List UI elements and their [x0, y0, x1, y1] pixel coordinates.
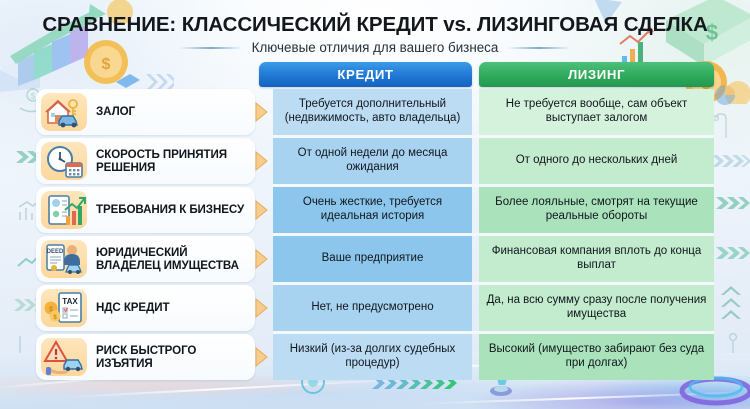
row-value-leasing: От одного до нескольких дней	[479, 138, 714, 184]
row-divider	[273, 282, 714, 285]
tax-coins-document-icon: TAX $ $	[41, 289, 87, 327]
report-chart-growth-icon	[41, 191, 87, 229]
chevrons-right-icon	[716, 197, 750, 209]
row-connector-arrow-icon	[255, 249, 268, 269]
table-row: DEED ЮРИДИЧЕСКИЙ ВЛАДЕЛЕЦ ИМУЩЕСТВА Ваше…	[36, 236, 714, 282]
row-value-leasing: Не требуется вообще, сам объект выступае…	[479, 89, 714, 135]
table-row: РИСК БЫСТРОГО ИЗЪЯТИЯ Низкий (из-за долг…	[36, 334, 714, 380]
column-header-credit: КРЕДИТ	[259, 62, 472, 87]
row-label: ТРЕБОВАНИЯ К БИЗНЕСУ	[96, 203, 245, 217]
row-label: НДС КРЕДИТ	[96, 301, 170, 315]
svg-text:DEED: DEED	[47, 249, 64, 255]
row-label-cell: СКОРОСТЬ ПРИНЯТИЯ РЕШЕНИЯ	[36, 138, 255, 184]
row-value-leasing: Высокий (имущество забирают без суда при…	[479, 334, 714, 380]
row-label: РИСК БЫСТРОГО ИЗЪЯТИЯ	[96, 343, 197, 370]
row-value-leasing: Финансовая компания вплоть до конца выпл…	[479, 236, 714, 282]
row-value-credit: Низкий (из-за долгих судебных процедур)	[273, 334, 472, 380]
svg-text:TAX: TAX	[62, 297, 78, 306]
header: СРАВНЕНИЕ: КЛАССИЧЕСКИЙ КРЕДИТ vs. ЛИЗИН…	[0, 0, 750, 62]
row-label-cell: TAX $ $ НДС КРЕДИТ	[36, 285, 255, 331]
row-connector-arrow-icon	[255, 151, 268, 171]
comparison-table: КРЕДИТ ЛИЗИНГ	[36, 62, 714, 380]
row-label: ЮРИДИЧЕСКИЙ ВЛАДЕЛЕЦ ИМУЩЕСТВА	[96, 245, 239, 272]
row-connector-arrow-icon	[255, 298, 268, 318]
row-value-leasing: Да, на всю сумму сразу после получения и…	[479, 285, 714, 331]
chevrons-right-icon	[716, 247, 750, 259]
divider-right	[507, 46, 572, 49]
row-label-cell: РИСК БЫСТРОГО ИЗЪЯТИЯ	[36, 334, 255, 380]
table-row: TAX $ $ НДС КРЕДИТ	[36, 285, 714, 331]
svg-text:$: $	[49, 307, 53, 314]
chevrons-right-icon	[712, 155, 750, 167]
row-label-cell: DEED ЮРИДИЧЕСКИЙ ВЛАДЕЛЕЦ ИМУЩЕСТВА	[36, 236, 255, 282]
row-value-credit: Ваше предприятие	[273, 236, 472, 282]
row-divider	[273, 135, 714, 138]
row-label-cell: ЗАЛОГ	[36, 89, 255, 135]
svg-text:$: $	[53, 315, 57, 321]
pie-chart-icon	[715, 85, 735, 105]
house-key-car-icon	[41, 93, 87, 131]
row-connector-arrow-icon	[255, 102, 268, 122]
subtitle-row: Ключевые отличия для вашего бизнеса	[0, 40, 750, 55]
warning-car-hand-icon	[41, 338, 87, 376]
row-divider	[273, 233, 714, 236]
table-row: ТРЕБОВАНИЯ К БИЗНЕСУ Очень жесткие, треб…	[36, 187, 714, 233]
row-divider	[273, 331, 714, 334]
divider-left	[178, 46, 243, 49]
row-value-credit: Требуется дополнительный (недвижимость, …	[273, 89, 472, 135]
column-header-leasing: ЛИЗИНГ	[479, 62, 714, 87]
page-subtitle: Ключевые отличия для вашего бизнеса	[251, 40, 499, 55]
row-label: ЗАЛОГ	[96, 105, 136, 119]
row-value-leasing: Более лояльные, смотрят на текущие реаль…	[479, 187, 714, 233]
row-label: СКОРОСТЬ ПРИНЯТИЯ РЕШЕНИЯ	[96, 147, 227, 174]
row-connector-arrow-icon	[255, 347, 268, 367]
pin-line-icon	[728, 332, 738, 364]
row-value-credit: Очень жесткие, требуется идеальная истор…	[273, 187, 472, 233]
chevrons-up-icon	[721, 286, 741, 319]
table-row: СКОРОСТЬ ПРИНЯТИЯ РЕШЕНИЯ От одной недел…	[36, 138, 714, 184]
row-value-credit: Нет, не предусмотрено	[273, 285, 472, 331]
svg-text:$: $	[31, 92, 36, 101]
row-value-credit: От одной недели до месяца ожидания	[273, 138, 472, 184]
clock-calendar-icon	[41, 142, 87, 180]
deed-owner-car-icon: DEED	[41, 240, 87, 278]
corner-arrow-icon	[712, 113, 727, 138]
row-connector-arrow-icon	[255, 200, 268, 220]
page-title: СРАВНЕНИЕ: КЛАССИЧЕСКИЙ КРЕДИТ vs. ЛИЗИН…	[42, 13, 708, 36]
row-divider	[273, 184, 714, 187]
table-row: ЗАЛОГ Требуется дополнительный (недвижим…	[36, 89, 714, 135]
row-label-cell: ТРЕБОВАНИЯ К БИЗНЕСУ	[36, 187, 255, 233]
